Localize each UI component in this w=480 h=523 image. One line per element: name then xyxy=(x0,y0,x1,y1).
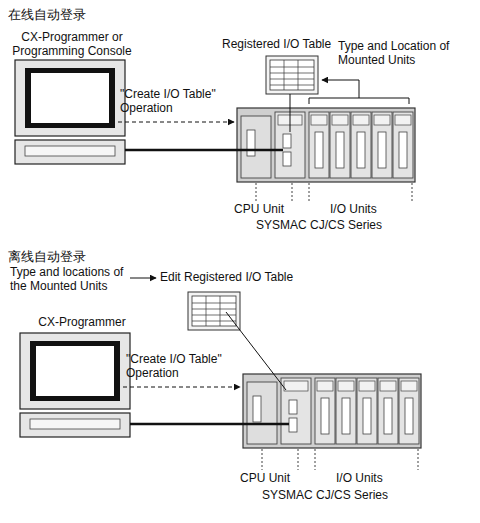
part-label: I/O Units xyxy=(336,472,416,486)
note-label: Type and Location of Mounted Units xyxy=(338,40,462,68)
part-label: CPU Unit xyxy=(240,472,310,486)
part-label: CPU Unit xyxy=(234,203,304,217)
series-label: SYSMAC CJ/CS Series xyxy=(262,489,422,503)
panel-heading: 在线自动登录 xyxy=(8,8,148,23)
device-label: CX-Programmer or Programming Console xyxy=(10,31,134,59)
device-label: CX-Programmer xyxy=(22,316,142,330)
operation-label: Edit Registered I/O Table xyxy=(160,271,330,285)
part-label: Registered I/O Table xyxy=(222,38,352,52)
series-label: SYSMAC CJ/CS Series xyxy=(256,219,416,233)
part-label: I/O Units xyxy=(330,203,410,217)
panel-heading: 离线自动登录 xyxy=(8,250,148,265)
operation-label: "Create I/O Table" Operation xyxy=(120,88,232,116)
note-label: Type and locations of the Mounted Units xyxy=(10,266,128,294)
operation-label: "Create I/O Table" Operation xyxy=(126,353,238,381)
